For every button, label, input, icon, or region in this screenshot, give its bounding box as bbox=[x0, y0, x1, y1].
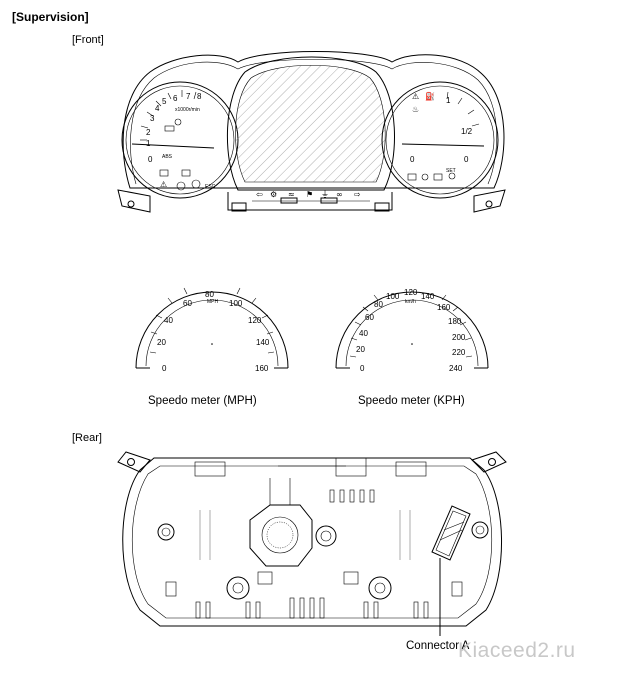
mph-tick-40: 40 bbox=[164, 316, 173, 325]
connector-a-label: Connector A bbox=[406, 640, 470, 652]
kph-minor-ticks bbox=[349, 294, 473, 358]
kph-tick-40: 40 bbox=[359, 329, 368, 338]
rear-view-label: [Rear] bbox=[72, 432, 102, 444]
rear-top-slots bbox=[329, 489, 375, 503]
mph-tick-140: 140 bbox=[256, 338, 270, 347]
svg-text:⇨: ⇨ bbox=[354, 190, 361, 199]
svg-text:ESC: ESC bbox=[205, 184, 216, 190]
left-warning-icons: ABS ESC ⚠ bbox=[159, 118, 216, 191]
svg-text:♨: ♨ bbox=[412, 105, 419, 114]
kph-tick-100: 100 bbox=[386, 292, 400, 301]
fuel-empty: 0 bbox=[464, 155, 469, 164]
kph-tick-160: 160 bbox=[437, 303, 451, 312]
right-warning-icons: ⚠ ⛽ ♨ SET bbox=[407, 91, 456, 181]
mph-tick-0: 0 bbox=[162, 364, 167, 373]
kph-tick-180: 180 bbox=[448, 317, 462, 326]
svg-text:⇦: ⇦ bbox=[256, 190, 263, 199]
tacho-tick-3: 3 bbox=[150, 114, 155, 123]
speedo-kph: 0 20 40 60 80 100 120 140 160 180 200 22… bbox=[335, 288, 489, 373]
svg-text:0: 0 bbox=[410, 155, 415, 164]
kph-tick-140: 140 bbox=[421, 292, 435, 301]
front-view-label: [Front] bbox=[72, 34, 104, 46]
watermark: Kiaceed2.ru bbox=[458, 639, 576, 662]
fuel-half: 1/2 bbox=[461, 127, 473, 136]
kph-caption: Speedo meter (KPH) bbox=[358, 395, 465, 407]
kph-tick-240: 240 bbox=[449, 364, 463, 373]
svg-text:⚠: ⚠ bbox=[412, 92, 419, 101]
tacho-unit: x1000r/min bbox=[175, 107, 200, 113]
center-indicator-icons: ⇦ ⚙ ≈ ⚑ ⏚ ∞ ⇨ bbox=[256, 190, 361, 199]
svg-text:≈: ≈ bbox=[288, 190, 295, 199]
svg-text:SET: SET bbox=[446, 168, 456, 174]
tacho-tick-1: 1 bbox=[146, 139, 151, 148]
mph-tick-100: 100 bbox=[229, 299, 243, 308]
page-title: [Supervision] bbox=[12, 10, 89, 24]
rear-bottom-ribs bbox=[195, 597, 429, 619]
svg-text:∞: ∞ bbox=[336, 190, 343, 199]
tacho-tick-5: 5 bbox=[162, 97, 167, 106]
kph-tick-120: 120 bbox=[404, 288, 418, 297]
svg-text:⚑: ⚑ bbox=[306, 190, 313, 199]
tacho-tick-7: 7 bbox=[186, 92, 191, 101]
tacho-tick-8: 8 bbox=[197, 92, 202, 101]
tacho-tick-4: 4 bbox=[155, 104, 160, 113]
speedo-mph: 0 20 40 60 80 100 120 140 160 MPH bbox=[135, 287, 289, 373]
svg-text:⏚: ⏚ bbox=[321, 190, 329, 199]
front-cluster: 0 1 2 3 4 5 6 7 8 x1000r/min ABS ESC ⚠ ⇦… bbox=[117, 51, 506, 213]
kph-unit: km/h bbox=[405, 299, 416, 305]
kph-tick-20: 20 bbox=[356, 345, 365, 354]
svg-text:⚠: ⚠ bbox=[160, 180, 167, 189]
svg-text:ABS: ABS bbox=[162, 154, 173, 160]
kph-tick-80: 80 bbox=[374, 300, 383, 309]
rear-cluster bbox=[117, 451, 507, 636]
tacho-tick-6: 6 bbox=[173, 94, 178, 103]
mph-tick-80: 80 bbox=[205, 290, 214, 299]
fuel-ticks bbox=[446, 91, 480, 127]
fuel-full: 1 bbox=[446, 96, 451, 105]
mph-tick-160: 160 bbox=[255, 364, 269, 373]
mph-minor-ticks bbox=[149, 287, 275, 354]
tacho-tick-2: 2 bbox=[146, 128, 151, 137]
svg-text:⛽: ⛽ bbox=[425, 91, 435, 101]
mph-caption: Speedo meter (MPH) bbox=[148, 395, 257, 407]
mph-unit: MPH bbox=[207, 299, 219, 305]
tacho-ticks bbox=[140, 90, 197, 141]
kph-tick-200: 200 bbox=[452, 333, 466, 342]
svg-text:⚙: ⚙ bbox=[270, 190, 277, 199]
kph-tick-220: 220 bbox=[452, 348, 466, 357]
lcd-display-area bbox=[235, 64, 386, 183]
tacho-tick-0: 0 bbox=[148, 155, 153, 164]
mph-tick-120: 120 bbox=[248, 316, 262, 325]
mph-tick-20: 20 bbox=[157, 338, 166, 347]
mph-tick-60: 60 bbox=[183, 299, 192, 308]
kph-tick-60: 60 bbox=[365, 313, 374, 322]
kph-tick-0: 0 bbox=[360, 364, 365, 373]
connector-a bbox=[431, 505, 471, 561]
